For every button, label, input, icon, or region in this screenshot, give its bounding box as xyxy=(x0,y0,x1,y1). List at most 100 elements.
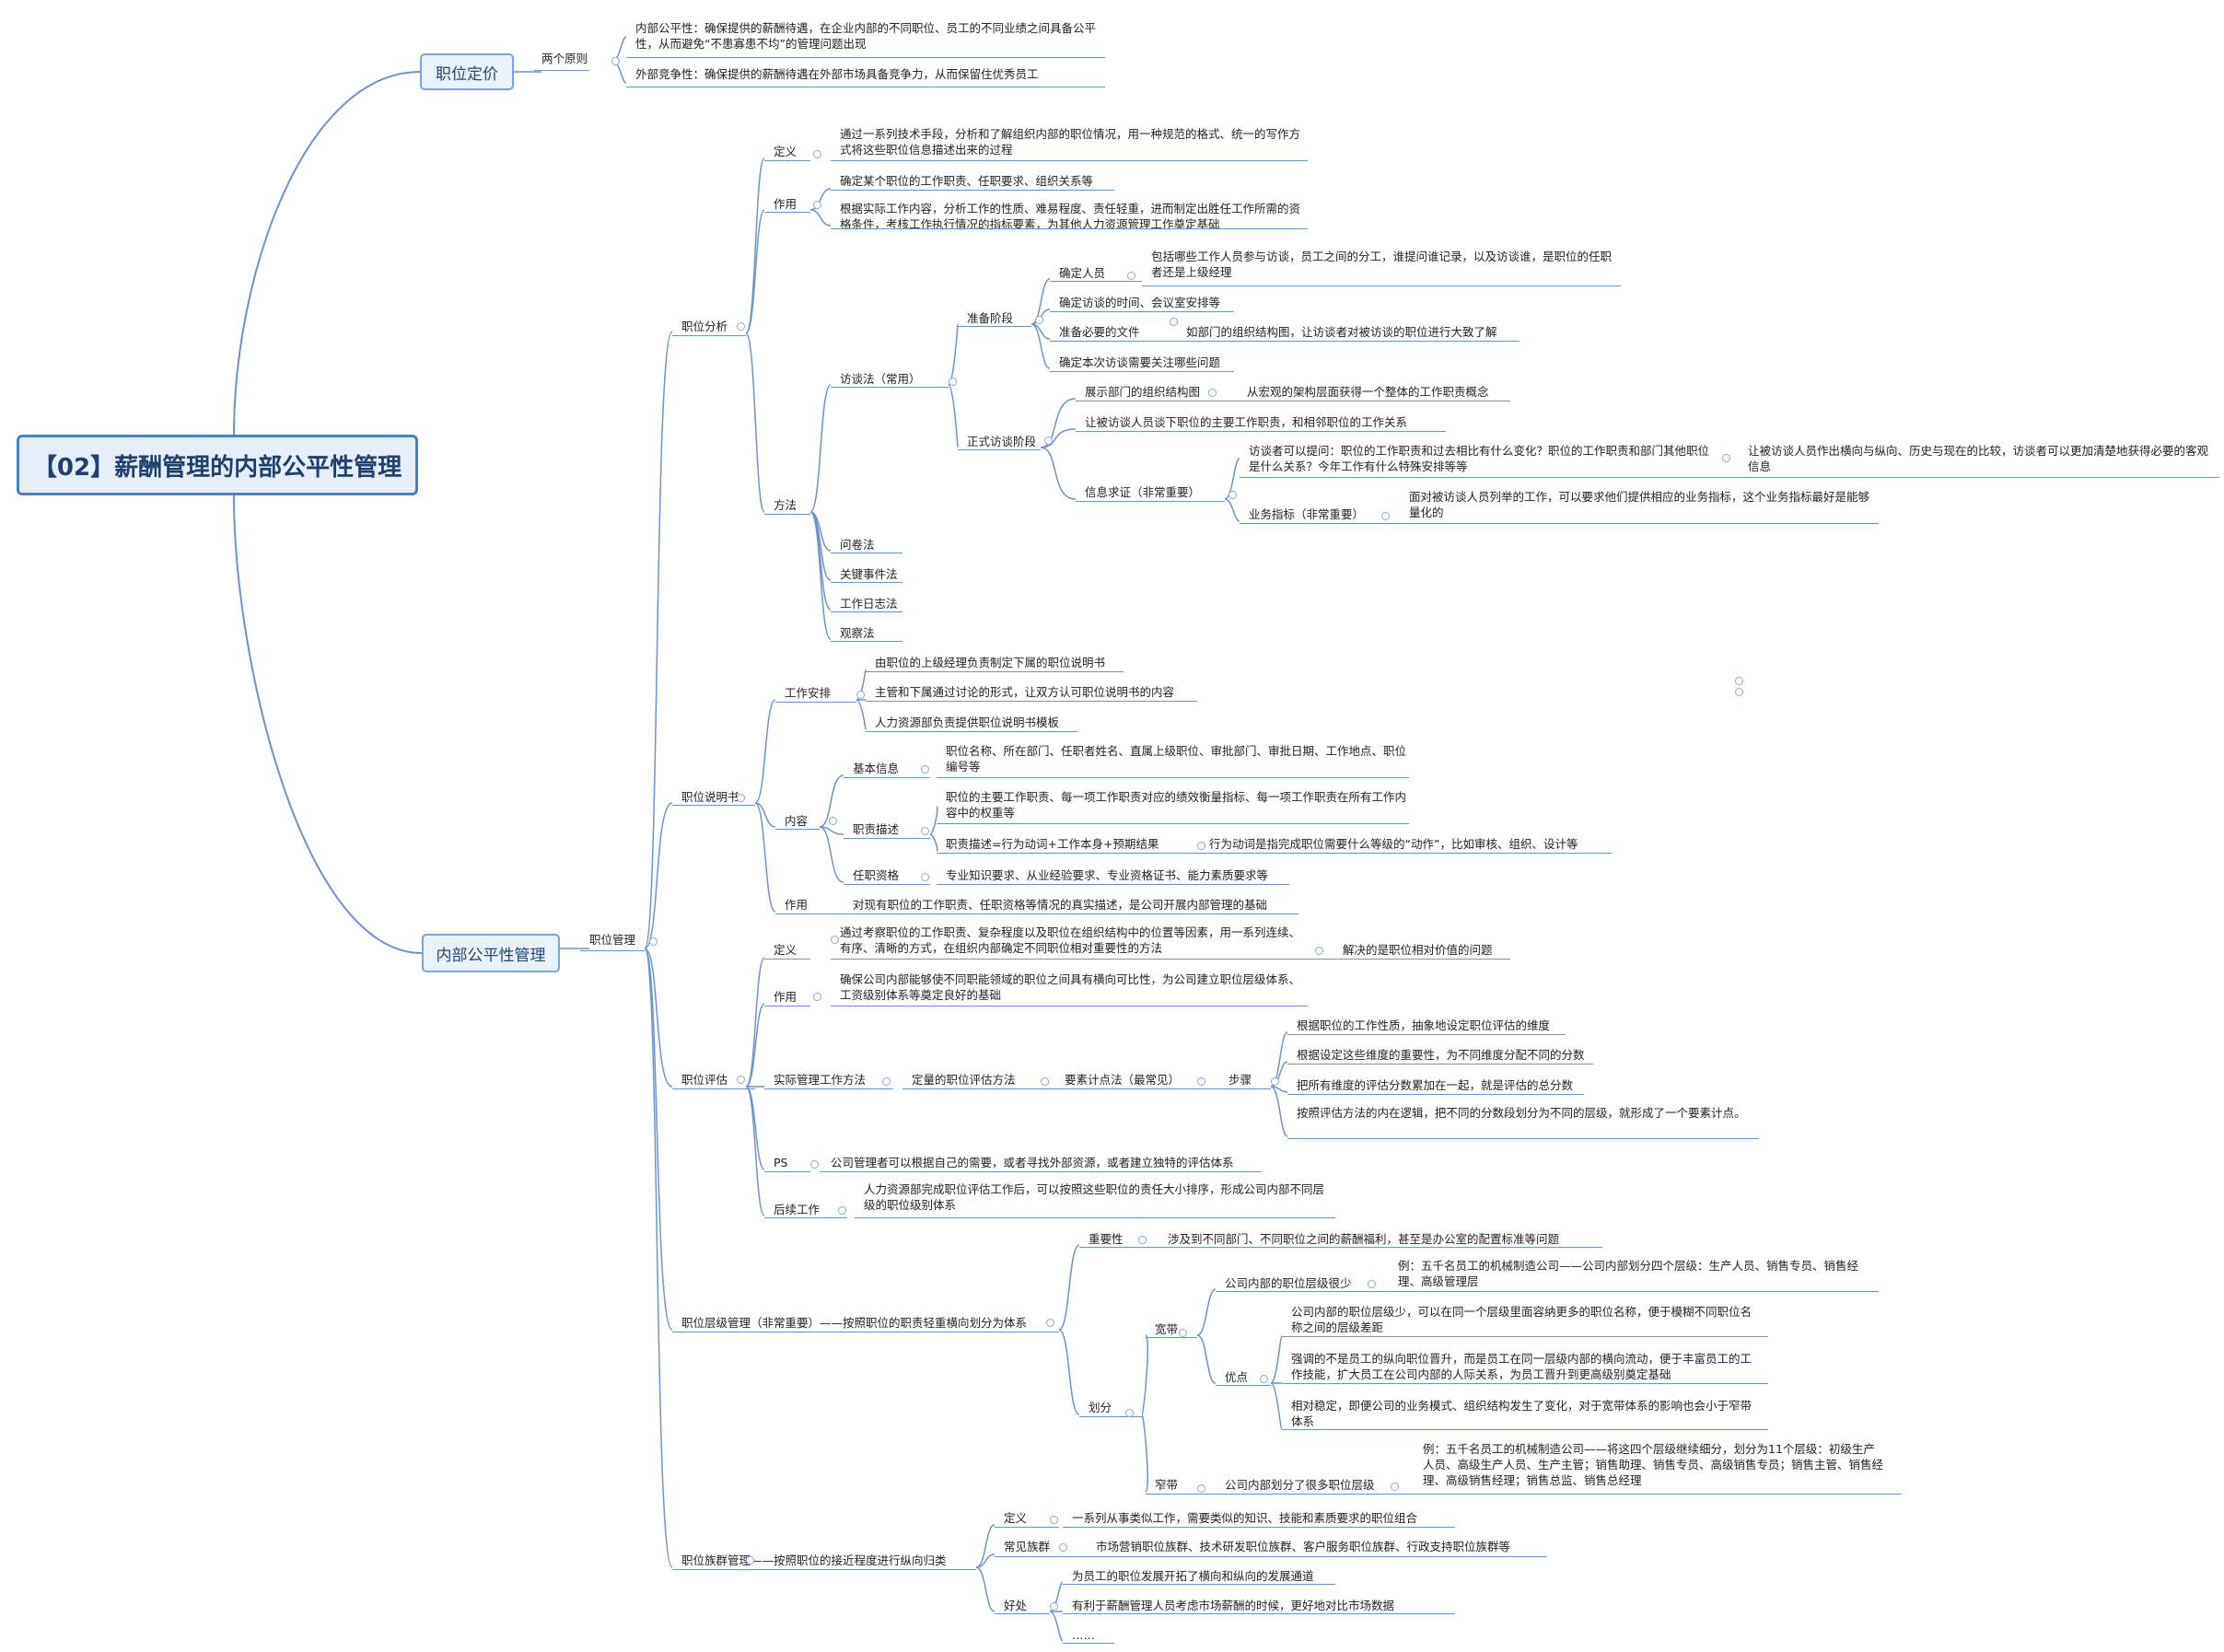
collapse-toggle-icon[interactable] xyxy=(921,873,929,881)
node-rzzg-t[interactable]: 专业知识要求、从业经验要求、专业资格证书、能力素质要求等 xyxy=(946,868,1269,882)
collapse-toggle-icon[interactable] xyxy=(856,691,865,699)
collapse-toggle-icon[interactable] xyxy=(1179,1329,1187,1337)
node-dlpg[interactable]: 定量的职位评估方法 xyxy=(912,1073,1016,1087)
node-ps-t[interactable]: 公司管理者可以根据自己的需要，或者寻找外部资源，或者建立独特的评估体系 xyxy=(831,1156,1234,1169)
node-gzrz[interactable]: 工作日志法 xyxy=(840,597,898,611)
node-ywzb[interactable]: 业务指标（非常重要） xyxy=(1249,507,1365,521)
collapse-toggle-icon[interactable] xyxy=(1125,1409,1134,1417)
node-gzap[interactable]: 工作安排 xyxy=(785,686,832,700)
node-zzms[interactable]: 职责描述 xyxy=(853,822,900,836)
collapse-toggle-icon[interactable] xyxy=(649,937,658,946)
collapse-toggle-icon[interactable] xyxy=(813,201,821,209)
node-qdwt[interactable]: 确定本次访谈需要关注哪些问题 xyxy=(1059,355,1221,369)
collapse-toggle-icon[interactable] xyxy=(1368,1280,1376,1288)
collapse-toggle-icon[interactable] xyxy=(1197,1077,1205,1086)
topic-zhiwei-dingjia[interactable]: 职位定价 xyxy=(420,53,514,90)
collapse-toggle-icon[interactable] xyxy=(611,57,620,65)
node-jbxx-t[interactable]: 职位名称、所在部门、任职者姓名、直属上级职位、审批部门、审批日期、工作地点、职位… xyxy=(946,744,1407,774)
collapse-toggle-icon[interactable] xyxy=(1050,1516,1058,1524)
node-nr[interactable]: 内容 xyxy=(785,814,809,828)
node-nbgpx[interactable]: 内部公平性：确保提供的薪酬待遇，在企业内部的不同职位、员工的不同业绩之间具备公平… xyxy=(635,21,1097,51)
node-bz3[interactable]: 把所有维度的评估分数累加在一起，就是评估的总分数 xyxy=(1297,1078,1574,1092)
collapse-toggle-icon[interactable] xyxy=(1138,1236,1147,1244)
collapse-toggle-icon[interactable] xyxy=(1044,436,1053,445)
node-ap2[interactable]: 主管和下属通过讨论的形式，让双方认可职位说明书的内容 xyxy=(875,685,1175,699)
node-wjf[interactable]: 问卷法 xyxy=(840,538,875,552)
node-bz2[interactable]: 根据设定这些维度的重要性，为不同维度分配不同的分数 xyxy=(1297,1048,1585,1062)
node-qdsj[interactable]: 确定访谈的时间、会议室安排等 xyxy=(1059,296,1221,309)
collapse-toggle-icon[interactable] xyxy=(813,993,821,1001)
collapse-toggle-icon[interactable] xyxy=(1722,454,1730,462)
collapse-toggle-icon[interactable] xyxy=(1208,389,1217,397)
node-jbxx[interactable]: 基本信息 xyxy=(853,762,900,775)
node-ftf[interactable]: 访谈法（常用） xyxy=(840,372,921,386)
node-zqgl[interactable]: 职位族群管理——按照职位的接近程度进行纵向归类 xyxy=(681,1553,947,1567)
collapse-toggle-icon[interactable] xyxy=(1046,1319,1054,1327)
node-pg-dy-t[interactable]: 通过考察职位的工作职责、复杂程度以及职位在组织结构中的位置等因素，用一系列连续、… xyxy=(840,925,1301,955)
node-ywzb-t[interactable]: 面对被访谈人员列举的工作，可以要求他们提供相应的业务指标，这个业务指标最好是能够… xyxy=(1409,490,1870,519)
node-wbjzx[interactable]: 外部竞争性：确保提供的薪酬待遇在外部市场具备竞争力，从而保留住优秀员工 xyxy=(635,67,1039,81)
node-hc1[interactable]: 为员工的职位发展开拓了横向和纵向的发展通道 xyxy=(1072,1569,1314,1583)
collapse-toggle-icon[interactable] xyxy=(1035,316,1043,324)
root-topic[interactable]: 【02】薪酬管理的内部公平性管理 xyxy=(17,435,418,495)
collapse-toggle-icon[interactable] xyxy=(831,936,839,944)
node-zszz[interactable]: 展示部门的组织结构图 xyxy=(1085,385,1201,399)
node-qdry[interactable]: 确定人员 xyxy=(1059,266,1106,280)
node-zwgl[interactable]: 职位管理 xyxy=(589,933,636,947)
collapse-toggle-icon[interactable] xyxy=(838,1206,846,1215)
node-zd[interactable]: 窄带 xyxy=(1155,1478,1179,1492)
node-qdry-t[interactable]: 包括哪些工作人员参与访谈，员工之间的分工，谁提问谁记录，以及访谈谁，是职位的任职… xyxy=(1151,250,1613,279)
node-hc3[interactable]: …… xyxy=(1072,1628,1095,1642)
node-kd-s-t[interactable]: 例：五千名员工的机械制造公司——公司内部划分四个层级：生产人员、销售专员、销售经… xyxy=(1398,1259,1859,1288)
node-kd[interactable]: 宽带 xyxy=(1155,1322,1179,1336)
collapse-toggle-icon[interactable] xyxy=(1315,947,1323,955)
node-kd-s[interactable]: 公司内部的职位层级很少 xyxy=(1225,1276,1352,1290)
node-bz4[interactable]: 按照评估方法的内在逻辑，把不同的分数段划分为不同的层级，就形成了一个要素计点。 xyxy=(1297,1106,1746,1120)
node-fx-dy-t[interactable]: 通过一系列技术手段，分析和了解组织内部的职位情况，用一种规范的格式、统一的写作方… xyxy=(840,127,1301,157)
collapse-toggle-icon[interactable] xyxy=(1041,1077,1049,1086)
collapse-toggle-icon[interactable] xyxy=(949,378,957,386)
collapse-toggle-icon[interactable] xyxy=(737,1076,745,1084)
node-pg-zy-t[interactable]: 确保公司内部能够使不同职能领域的职位之间具有横向可比性，为公司建立职位层级体系、… xyxy=(840,972,1301,1002)
node-ap1[interactable]: 由职位的上级经理负责制定下属的职位说明书 xyxy=(875,656,1106,669)
node-bz[interactable]: 步骤 xyxy=(1228,1073,1252,1087)
node-hf[interactable]: 划分 xyxy=(1089,1401,1112,1414)
node-sms-zy[interactable]: 作用 xyxy=(785,898,809,912)
topic-neibu-gongpingxing-guanli[interactable]: 内部公平性管理 xyxy=(422,934,560,972)
collapse-toggle-icon[interactable] xyxy=(737,794,745,802)
node-zwsms[interactable]: 职位说明书 xyxy=(681,790,739,804)
collapse-toggle-icon[interactable] xyxy=(1735,677,1743,685)
node-twen[interactable]: 访谈者可以提问：职位的工作职责和过去相比有什么变化？职位的工作职责和部门其他职位… xyxy=(1249,444,1710,473)
node-pg-dy[interactable]: 定义 xyxy=(774,943,798,957)
node-twen-r[interactable]: 让被访谈人员作出横向与纵向、历史与现在的比较，访谈者可以更加清楚地获得必要的客观… xyxy=(1748,444,2209,473)
node-cjzq-t[interactable]: 市场营销职位族群、技术研发职位族群、客户服务职位族群、行政支持职位族群等 xyxy=(1096,1540,1511,1553)
collapse-toggle-icon[interactable] xyxy=(1260,1375,1268,1383)
node-zbwj-t[interactable]: 如部门的组织结构图，让访谈者对被访谈的职位进行大致了解 xyxy=(1186,325,1497,339)
collapse-toggle-icon[interactable] xyxy=(1059,1543,1067,1552)
node-zsjd[interactable]: 正式访谈阶段 xyxy=(967,435,1037,448)
node-yd3[interactable]: 相对稳定，即便公司的业务模式、组织结构发生了变化，对于宽带体系的影响也会小于窄带… xyxy=(1291,1399,1752,1428)
collapse-toggle-icon[interactable] xyxy=(1228,491,1237,499)
node-zzms-2[interactable]: 职责描述=行为动词+工作本身+预期结果 xyxy=(946,837,1159,851)
node-zwpg[interactable]: 职位评估 xyxy=(681,1073,728,1087)
collapse-toggle-icon[interactable] xyxy=(813,150,821,158)
collapse-toggle-icon[interactable] xyxy=(921,827,929,835)
node-hc[interactable]: 好处 xyxy=(1004,1599,1028,1612)
collapse-toggle-icon[interactable] xyxy=(1170,318,1178,326)
node-zd-s-t[interactable]: 例：五千名员工的机械制造公司——将这四个层级继续细分，划分为11个层级：初级生产… xyxy=(1423,1442,1884,1487)
node-pg-dy-r[interactable]: 解决的是职位相对价值的问题 xyxy=(1343,943,1493,957)
node-zwfx[interactable]: 职位分析 xyxy=(681,320,728,333)
node-fx-ff[interactable]: 方法 xyxy=(774,498,798,512)
node-fx-zy-2[interactable]: 根据实际工作内容，分析工作的性质、难易程度、责任轻重，进而制定出胜任工作所需的资… xyxy=(840,202,1301,231)
node-ps[interactable]: PS xyxy=(774,1156,788,1169)
node-rzzg[interactable]: 任职资格 xyxy=(853,868,900,882)
node-sjgl[interactable]: 实际管理工作方法 xyxy=(774,1073,867,1087)
collapse-toggle-icon[interactable] xyxy=(1197,842,1205,850)
collapse-toggle-icon[interactable] xyxy=(1391,1483,1399,1491)
node-fx-dy[interactable]: 定义 xyxy=(774,145,798,158)
node-xxqz[interactable]: 信息求证（非常重要） xyxy=(1085,485,1201,499)
node-fx-zy-1[interactable]: 确定某个职位的工作职责、任职要求、组织关系等 xyxy=(840,174,1094,188)
node-zzms-1[interactable]: 职位的主要工作职责、每一项工作职责对应的绩效衡量指标、每一项工作职责在所有工作内… xyxy=(946,790,1407,820)
node-zbwj[interactable]: 准备必要的文件 xyxy=(1059,325,1140,339)
node-zd-s[interactable]: 公司内部划分了很多职位层级 xyxy=(1225,1478,1375,1492)
